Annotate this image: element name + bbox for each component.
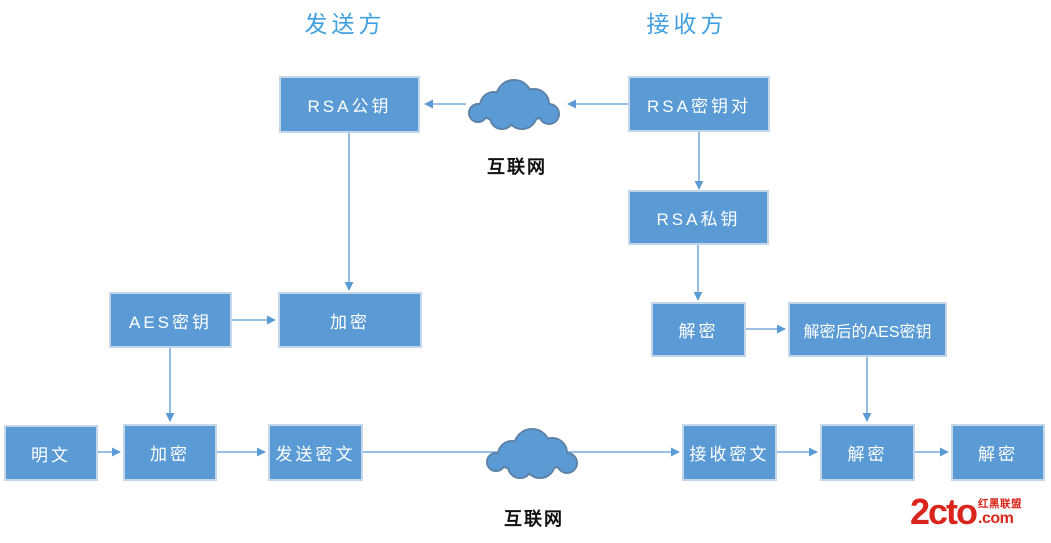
- internet-cloud-bottom: [486, 428, 578, 479]
- watermark-domain-text: .com: [978, 510, 1014, 527]
- sender-column-header: 发送方: [304, 11, 386, 37]
- internet-label-bottom: 互联网: [504, 509, 564, 529]
- node-encrypt-plaintext: 加密: [123, 424, 217, 481]
- node-decrypted-aes-key: 解密后的AES密钥: [788, 302, 947, 357]
- watermark-brand-text: 红黑联盟: [978, 498, 1023, 510]
- node-receive-ciphertext: 接收密文: [682, 424, 777, 481]
- watermark-2cto: 2cto 红黑联盟 .com: [910, 493, 1022, 531]
- internet-label-top: 互联网: [487, 157, 547, 177]
- node-decrypt-final: 解密: [951, 424, 1045, 481]
- node-decrypt-ciphertext: 解密: [820, 424, 915, 481]
- node-send-ciphertext: 发送密文: [268, 424, 363, 481]
- node-plaintext: 明文: [4, 425, 98, 481]
- receiver-column-header: 接收方: [646, 11, 728, 37]
- node-aes-key: AES密钥: [109, 292, 232, 348]
- node-encrypt-aes-key: 加密: [278, 292, 422, 348]
- node-rsa-public-key: RSA公钥: [279, 76, 420, 133]
- internet-cloud-top: [468, 79, 560, 130]
- node-rsa-key-pair: RSA密钥对: [628, 76, 770, 132]
- watermark-logo-text: 2cto: [910, 491, 978, 532]
- node-rsa-private-key: RSA私钥: [628, 190, 769, 245]
- node-decrypt-aes: 解密: [651, 302, 746, 357]
